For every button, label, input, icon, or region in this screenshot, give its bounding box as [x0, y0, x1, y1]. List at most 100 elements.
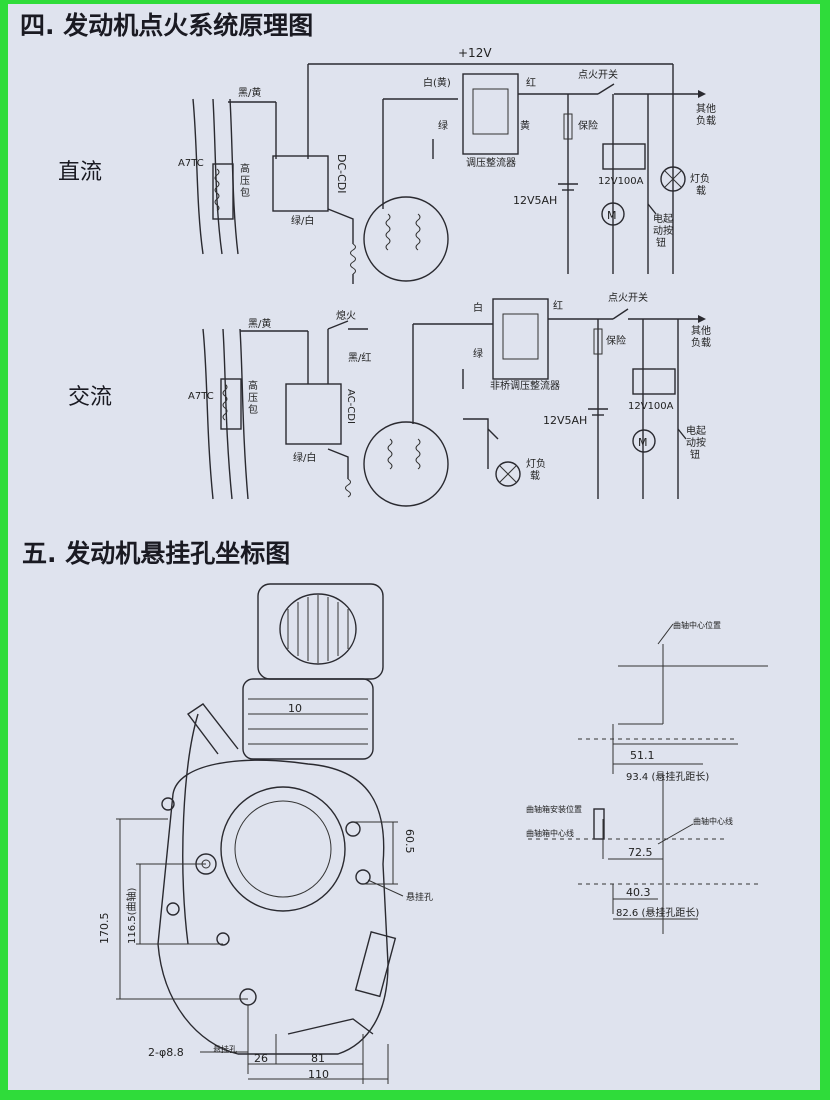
ac-other-load-2: 负载 — [691, 336, 711, 349]
ac-hv-coil: 高 — [248, 379, 258, 392]
dim-82-6: 82.6 (悬挂孔距长) — [616, 906, 699, 919]
ac-green-white: 绿/白 — [293, 451, 316, 464]
dim-170-5: 170.5 — [98, 913, 111, 945]
ac-regulator-label: 非桥调压整流器 — [490, 379, 560, 392]
dc-light-load: 灯负 — [690, 172, 710, 185]
dc-motor — [601, 202, 625, 226]
ac-lamp — [495, 461, 521, 487]
dim-40-3: 40.3 — [626, 886, 651, 899]
ac-cdi-box — [285, 383, 342, 445]
dc-start-button: 电起 — [653, 212, 673, 225]
dc-relay-label: 12V100A — [598, 176, 644, 187]
dim-72-5: 72.5 — [628, 846, 653, 859]
engine-mount-drawing: 10 — [98, 583, 433, 1084]
ac-start-button-3: 钮 — [690, 448, 700, 461]
ac-white: 白 — [473, 301, 483, 314]
section5-title: 五. 发动机悬挂孔坐标图 — [22, 539, 291, 568]
cylinder-fins — [279, 593, 357, 665]
ac-ignition-switch: 点火开关 — [608, 291, 648, 304]
dc-magneto — [363, 196, 449, 282]
dim-110: 110 — [308, 1068, 329, 1081]
ac-ignition-diagram: A7TC 高 压 包 黑/黄 熄火 黑/红 AC-CDI 绿/白 白 红 绿 非… — [188, 291, 711, 507]
dc-lamp — [660, 166, 686, 192]
ac-relay — [632, 368, 676, 395]
dc-yellow: 黄 — [520, 119, 530, 132]
dc-white-yellow: 白(黄) — [423, 76, 451, 89]
holes-spec: 2-φ8.8 — [148, 1046, 184, 1059]
dc-start-button-2: 动按 — [653, 224, 673, 237]
cyl-center-label: 曲轴中心位置 — [673, 620, 721, 630]
ref-center-label: 曲轴中心线 — [693, 816, 733, 826]
ac-motor-label: M — [638, 436, 648, 449]
ac-hv-coil-3: 包 — [248, 403, 258, 416]
dc-start-button-3: 钮 — [656, 236, 666, 249]
ac-relay-label: 12V100A — [628, 401, 674, 412]
dc-plus12v: +12V — [458, 46, 492, 60]
document-page: 四. 发动机点火系统原理图 直流 交流 五. 发动机悬挂孔坐标图 A7TC 高 … — [8, 4, 820, 1090]
dim-26: 26 — [254, 1052, 268, 1065]
dim-81: 81 — [311, 1052, 325, 1065]
ac-regulator — [492, 298, 549, 380]
dc-green-white: 绿/白 — [291, 214, 314, 227]
section4-title: 四. 发动机点火系统原理图 — [20, 11, 314, 40]
hv-coil-box — [212, 163, 234, 220]
hv-coil-winding — [214, 168, 220, 212]
dim-10: 10 — [288, 702, 302, 715]
dc-ignition-switch: 点火开关 — [578, 68, 618, 81]
ac-hv-coil-2: 压 — [248, 392, 258, 404]
dc-black-yellow: 黑/黄 — [238, 86, 261, 99]
ac-other-load: 其他 — [691, 324, 711, 337]
ac-start-button: 电起 — [686, 424, 706, 437]
dc-a7tc: A7TC — [178, 158, 204, 169]
cylinder-head — [257, 583, 384, 680]
dc-relay — [602, 143, 646, 170]
mount-hole-bottom — [239, 988, 257, 1006]
left-label-2: 曲轴箱中心线 — [526, 828, 574, 838]
dc-battery: 12V5AH — [513, 194, 557, 207]
ac-black-yellow: 黑/黄 — [248, 317, 271, 330]
clutch-cover — [220, 786, 346, 912]
ac-green: 绿 — [473, 347, 483, 360]
ac-cdi: AC-CDI — [345, 389, 356, 424]
mount-coordinate-diagram: 曲轴中心位置 51.1 93.4 (悬挂孔距长) 曲轴箱安装位置 曲轴箱中心线 … — [526, 620, 768, 934]
dim-51-1: 51.1 — [630, 749, 655, 762]
ac-fuse — [593, 328, 603, 355]
dc-label: 直流 — [58, 160, 103, 185]
bottom-hole-label: 悬挂孔 — [213, 1044, 237, 1054]
cylinder-block — [242, 678, 374, 760]
ac-fuse-label: 保险 — [606, 334, 626, 347]
ac-light-load-2: 载 — [530, 470, 540, 482]
dc-red: 红 — [526, 76, 536, 89]
dc-regulator-label: 调压整流器 — [466, 156, 516, 169]
mount-hole-top — [345, 821, 361, 837]
left-label-1: 曲轴箱安装位置 — [526, 804, 582, 814]
dc-ignition-diagram: A7TC 高 压 包 +12V 黑/黄 DC-CDI 绿/白 白(黄) 红 绿 … — [178, 46, 716, 284]
dc-fuse-label: 保险 — [578, 119, 598, 132]
ac-label: 交流 — [68, 385, 113, 410]
mount-pad — [593, 808, 605, 840]
dc-hv-coil: 高 — [240, 162, 250, 175]
ac-motor — [632, 429, 656, 453]
dim-116-5: 116.5(曲轴) — [125, 887, 138, 944]
dc-other-load-2: 负载 — [696, 114, 716, 127]
dc-hv-coil-2: 压 — [240, 175, 250, 187]
dc-light-load-2: 载 — [696, 185, 706, 197]
dim-60-5: 60.5 — [403, 829, 416, 854]
dc-motor-label: M — [607, 209, 617, 222]
dc-green: 绿 — [438, 119, 448, 132]
dc-cdi-box — [272, 155, 329, 212]
dc-other-load: 其他 — [696, 102, 716, 115]
ac-magneto — [363, 421, 449, 507]
ac-start-button-2: 动按 — [686, 436, 706, 449]
crankcase-outline — [157, 759, 389, 1055]
ac-flameout: 熄火 — [336, 309, 356, 322]
ac-black-red: 黑/红 — [348, 351, 371, 364]
dc-hv-coil-3: 包 — [240, 186, 250, 199]
dc-cdi: DC-CDI — [335, 154, 348, 194]
ac-light-load: 灯负 — [526, 457, 546, 470]
ac-hv-coil-box — [220, 378, 242, 430]
dc-fuse — [563, 113, 573, 140]
dc-regulator — [462, 73, 519, 155]
ac-red: 红 — [553, 299, 563, 312]
hole-label: 悬挂孔 — [406, 891, 433, 903]
